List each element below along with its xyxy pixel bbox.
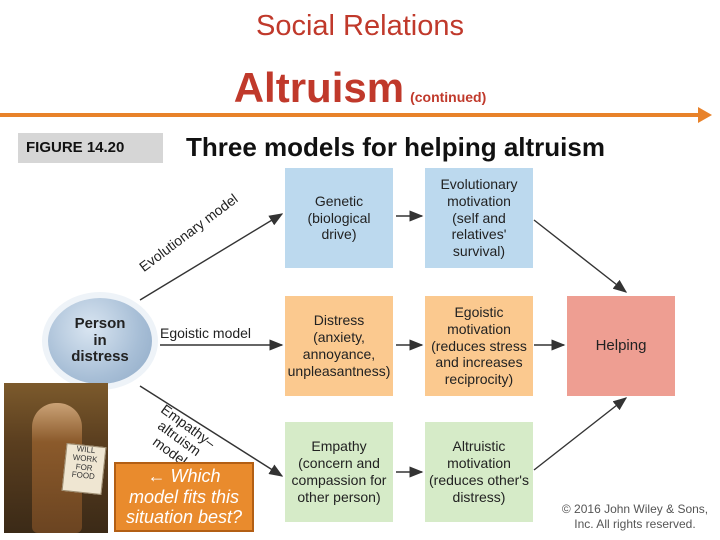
slide-title: Altruism (continued) <box>0 64 720 112</box>
arrow-to-empathy <box>139 385 284 477</box>
photo-person-with-sign: WILL WORK FOR FOOD <box>4 383 108 533</box>
egoistic-motivation-box: Egoistic motivation (reduces stress and … <box>425 296 533 396</box>
empathy-box: Empathy (concern and compassion for othe… <box>285 422 393 522</box>
callout-box: ← Which model fits this situation best? <box>114 462 254 532</box>
figure-caption: Three models for helping altruism <box>186 132 605 162</box>
title-suffix: (continued) <box>410 89 487 105</box>
arrow-alt-to-helping <box>533 397 628 471</box>
egoistic-model-label: Egoistic model <box>160 325 252 341</box>
rule-arrowhead <box>698 107 712 123</box>
arrow-evo-to-helping <box>533 219 628 293</box>
left-arrow-icon: ← <box>147 465 166 486</box>
helping-box: Helping <box>567 296 675 396</box>
photo-sign: WILL WORK FOR FOOD <box>61 443 107 495</box>
distress-box: Distress (anxiety, annoyance, unpleasant… <box>285 296 393 396</box>
arrow-to-genetic <box>139 213 284 301</box>
title-main: Altruism <box>233 64 405 111</box>
copyright-notice: © 2016 John Wiley & Sons, Inc. All right… <box>561 502 709 531</box>
slide-kicker: Social Relations <box>256 10 464 42</box>
genetic-box: Genetic (biological drive) <box>285 168 393 268</box>
figure-label: FIGURE 14.20 <box>18 133 163 163</box>
title-rule <box>0 113 700 117</box>
evolutionary-motivation-box: Evolutionary motivation (self and relati… <box>425 168 533 268</box>
person-in-distress-node: Person in distress <box>48 298 152 384</box>
altruistic-motivation-box: Altruistic motivation (reduces other's d… <box>425 422 533 522</box>
callout-text: Which model fits this situation best? <box>125 465 243 528</box>
